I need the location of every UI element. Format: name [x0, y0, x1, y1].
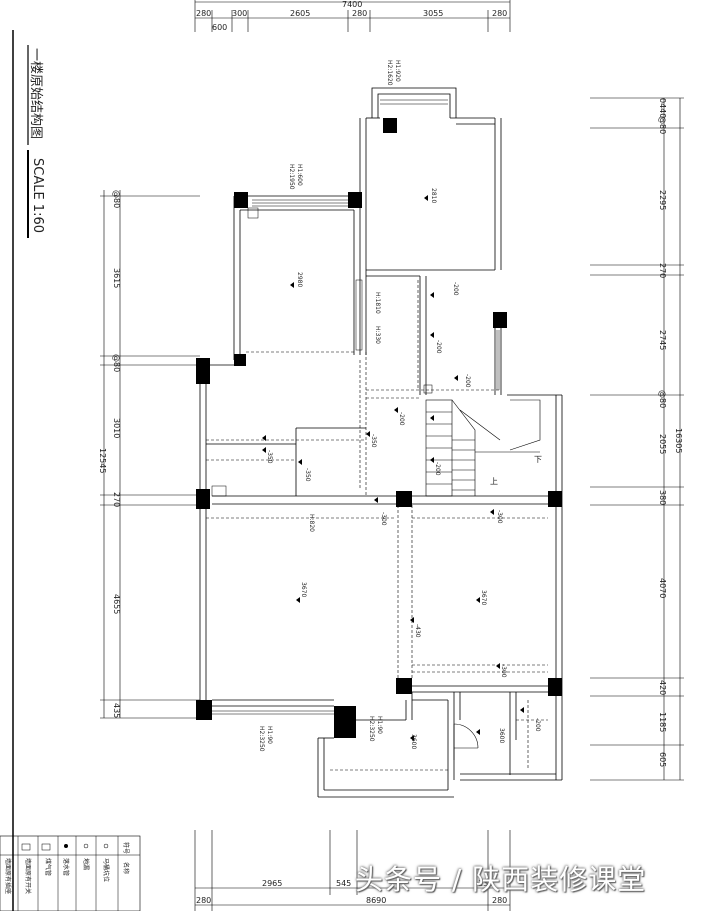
legend-drain-icon [103, 843, 109, 849]
level-hall-small: -350 [304, 468, 311, 482]
dim-left-2: 3010 [112, 418, 121, 438]
dim-left-5: 435 [112, 703, 121, 718]
level-living-right: 3670 [480, 590, 487, 605]
legend-row-2: 地漏 [82, 858, 90, 870]
legend-socket-icon [21, 843, 31, 851]
level-hall-mid: -350 [370, 434, 377, 448]
dim-bottom-2: 545 [336, 879, 351, 888]
dim-top-3: 300 [232, 9, 247, 18]
stair-down-label: 下 [534, 455, 542, 464]
drawing-title: 一楼原始结构图 [28, 48, 43, 139]
dim-left-3: 270 [112, 492, 121, 507]
dim-right-4: 2055 [658, 434, 667, 454]
top-dimension-chain [194, 0, 511, 32]
dim-top-overall: 7400 [342, 0, 362, 9]
legend-table: 符号 名称 马桶坑位 地漏 落水管 煤气管 墙面原有开关 墙面原有插座 [0, 835, 141, 911]
bottom-dimension-chain [194, 830, 511, 911]
legend-row-1: 马桶坑位 [102, 858, 110, 882]
h-mid-1: H:1810 [374, 292, 381, 314]
h-bottom-mid-2: H2:3250 [368, 716, 375, 742]
level-room-top-right: 2810 [430, 188, 437, 203]
dim-right-7: 420 [658, 680, 667, 695]
staircase [425, 399, 541, 497]
dim-bottom-3: 139 [478, 879, 493, 888]
dim-bottom-1: 2965 [262, 879, 282, 888]
dim-right-3: 2745 [658, 330, 667, 350]
h-window-1: H1:600 [296, 164, 303, 186]
legend-switch-icon [41, 843, 51, 851]
windows [212, 99, 500, 715]
level-living-left: 3670 [300, 582, 307, 597]
right-dimension-chain [590, 97, 684, 781]
dim-top-5: 280 [352, 9, 367, 18]
legend-header-name: 名称 [122, 862, 130, 874]
level-beam-mid: -300 [380, 512, 387, 526]
walls [199, 87, 563, 798]
level-beam-right: -300 [496, 510, 503, 524]
h-top-1: H1:920 [394, 60, 401, 82]
dim-bottom-5: 8690 [366, 896, 386, 905]
left-dimension-chain [100, 190, 200, 719]
legend-gas-icon [64, 844, 68, 848]
h-beam: H:820 [308, 514, 315, 532]
dim-left-1: 3615 [112, 268, 121, 288]
legend-header-symbol: 符号 [122, 842, 130, 854]
dim-right-overall: 16305 [674, 428, 683, 453]
dim-right-2: 270 [658, 263, 667, 278]
dim-right-6: 4070 [658, 578, 667, 598]
watermark: 头条号 / 陕西装修课堂 [355, 863, 647, 896]
h-window-2: H2:1950 [288, 164, 295, 190]
dim-left-overall: 12545 [98, 448, 107, 473]
level-entry-right: -200 [534, 718, 541, 732]
level-stair-b: -200 [434, 462, 441, 476]
level-living-low: -300 [500, 664, 507, 678]
dim-bottom-4: 280 [196, 896, 211, 905]
h-top-2: H2:1620 [386, 60, 393, 86]
level-markers: 2810 2980 -200 -200 -350 -350 -350 -200 … [262, 188, 541, 749]
fixtures [211, 207, 433, 497]
h-mid-2: H:330 [374, 326, 381, 344]
h-bottom-mid-1: H1:90 [376, 716, 383, 734]
level-bottom-left: 3600 [410, 734, 417, 749]
dim-right-5: 380 [658, 490, 667, 505]
legend-row-6: 墙面原有插座 [4, 858, 12, 894]
dim-top-6: 3055 [423, 9, 443, 18]
drawing-scale: SCALE 1:60 [30, 158, 45, 233]
dim-right-tag-1: 0440 [658, 98, 667, 118]
structural-columns [196, 118, 562, 738]
level-stair-a: -200 [464, 374, 471, 388]
level-wc-a: -200 [452, 282, 459, 296]
dim-left-tag-2: @80 [112, 354, 121, 372]
level-hall-left: -350 [266, 450, 273, 464]
dim-top-2: 600 [212, 23, 227, 32]
level-room-left: 2980 [296, 272, 303, 287]
legend-downpipe-icon [83, 843, 89, 849]
dim-right-1: 2295 [658, 190, 667, 210]
legend-row-3: 落水管 [62, 858, 70, 876]
dim-right-8: 1185 [658, 712, 667, 732]
stair-up-label: 上 [490, 477, 498, 486]
dim-top-1: 280 [196, 9, 211, 18]
level-wc-b: -200 [398, 412, 405, 426]
dim-left-tag-1: @80 [112, 190, 121, 208]
level-bottom-right: 3600 [498, 728, 505, 743]
entry-door [453, 723, 479, 760]
level-living-mid: -430 [414, 624, 421, 638]
dim-top-7: 280 [492, 9, 507, 18]
dim-right-tag-3: @80 [658, 390, 667, 408]
dim-right-9: 605 [658, 752, 667, 767]
dim-left-4: 4655 [112, 594, 121, 614]
level-corridor: -200 [435, 340, 442, 354]
beam-lines [206, 280, 548, 771]
h-bottom-left-2: H2:3250 [258, 726, 265, 752]
legend-row-5: 墙面原有开关 [24, 858, 32, 894]
dim-right-tag-2: @80 [658, 116, 667, 134]
h-bottom-left-1: H1:90 [266, 726, 273, 744]
dim-top-4: 2605 [290, 9, 310, 18]
dim-bottom-6: 280 [492, 896, 507, 905]
legend-row-4: 煤气管 [44, 858, 52, 876]
height-labels: H1:920 H2:1620 H1:600 H2:1950 H:1810 H:3… [258, 60, 401, 752]
